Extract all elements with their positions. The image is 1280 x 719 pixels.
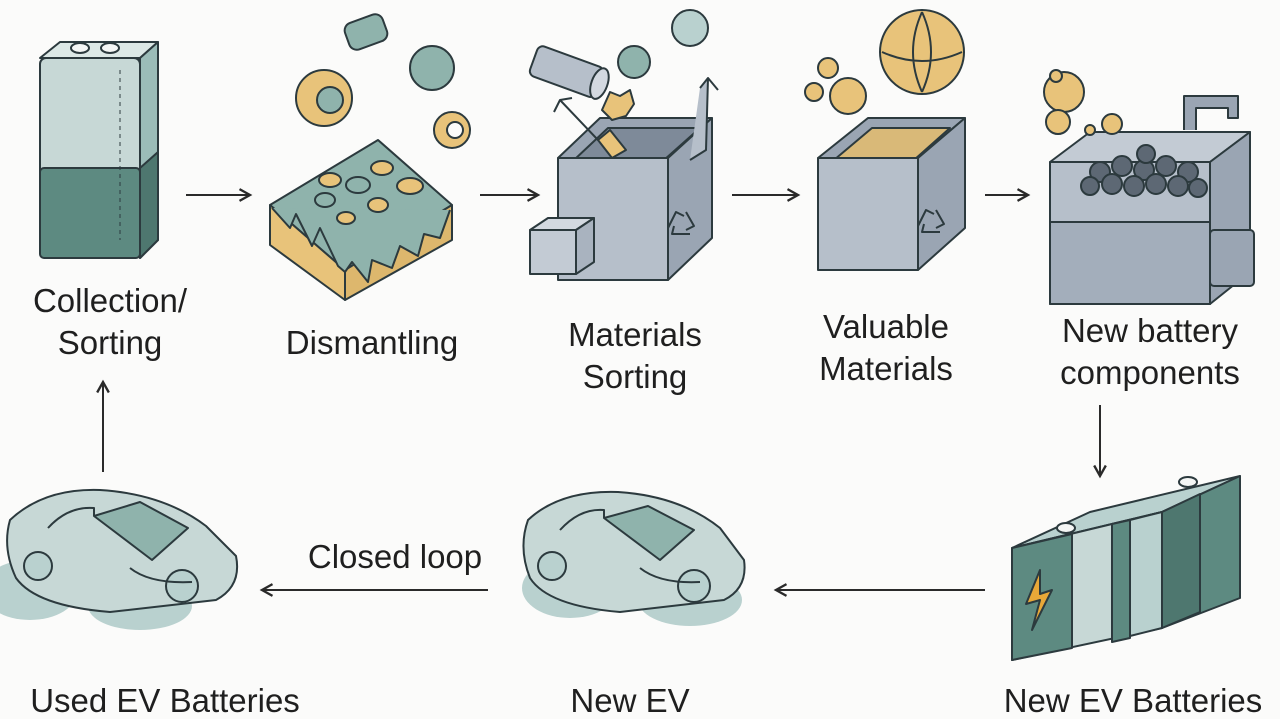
sorting-bin-icon [528, 9, 719, 281]
label-used-ev-line1: Used EV Batteries [30, 682, 300, 719]
label-new-ev: New EV [540, 680, 720, 719]
label-dismantling: Dismantling [262, 322, 482, 364]
label-collection-line2: Sorting [57, 324, 163, 361]
label-collection-sorting: Collection/ Sorting [20, 280, 200, 364]
label-materials-sorting-line2: Sorting [582, 358, 688, 395]
label-collection-line1: Collection/ [32, 282, 188, 319]
label-dismantling-line1: Dismantling [285, 324, 459, 361]
label-used-ev-batteries: Used EV Batteries [10, 680, 320, 719]
label-closed-loop: Closed loop [290, 536, 500, 578]
label-new-battery-components: New battery components [1032, 310, 1268, 394]
label-materials-sorting-line1: Materials [568, 316, 702, 353]
label-valuable-materials: Valuable Materials [796, 306, 976, 390]
label-valuable-line2: Materials [819, 350, 953, 387]
label-new-ev-batteries: New EV Batteries [990, 680, 1276, 719]
label-components-line2: components [1060, 354, 1240, 391]
battery-cell-icon [39, 41, 159, 259]
label-closed-loop-text: Closed loop [307, 538, 483, 575]
battery-module-icon [269, 13, 471, 301]
label-new-ev-line1: New EV [570, 682, 690, 719]
ev-battery-pack-icon [1011, 475, 1241, 661]
label-new-ev-batteries-line1: New EV Batteries [1003, 682, 1263, 719]
used-ev-car-icon [0, 488, 238, 630]
new-ev-car-icon [522, 490, 746, 626]
label-materials-sorting: Materials Sorting [540, 314, 730, 398]
label-valuable-line1: Valuable [823, 308, 949, 345]
recovered-materials-box-icon [804, 9, 966, 271]
label-components-line1: New battery [1061, 312, 1239, 349]
production-tank-icon [1043, 69, 1255, 305]
